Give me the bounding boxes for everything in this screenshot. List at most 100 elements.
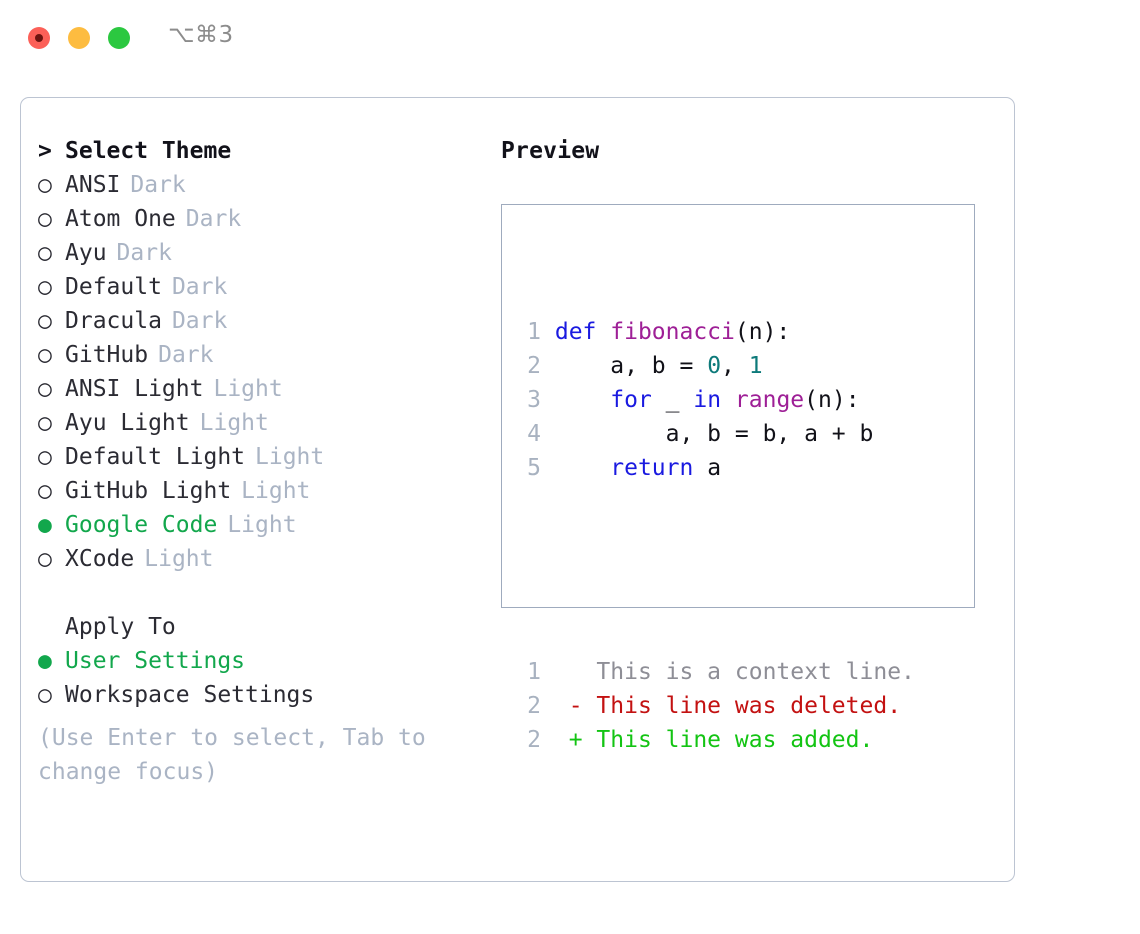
- theme-option-google-code[interactable]: ● Google Code Light: [38, 512, 478, 546]
- diff-line: 2 + This line was added.: [515, 723, 915, 757]
- theme-option-label: ANSI Light: [65, 376, 204, 402]
- code-token: a: [693, 455, 722, 481]
- apply-to-option-user-settings[interactable]: ● User Settings: [38, 648, 478, 682]
- radio-unselected-icon[interactable]: ○: [38, 444, 52, 470]
- theme-option-label: Default Light: [65, 444, 246, 470]
- theme-option-label: Atom One: [65, 206, 176, 232]
- theme-category-label: Dark: [171, 274, 228, 300]
- theme-option-github[interactable]: ○ GitHub Dark: [38, 342, 478, 376]
- radio-unselected-icon[interactable]: ○: [38, 172, 52, 198]
- theme-category-label: Light: [213, 376, 283, 402]
- theme-option-label: Default: [65, 274, 162, 300]
- theme-category-label: Dark: [158, 342, 214, 368]
- radio-unselected-icon[interactable]: ○: [38, 410, 52, 436]
- diff-line-number: 2: [527, 727, 541, 753]
- code-line-number: 5: [527, 455, 541, 481]
- titlebar: ⌥⌘3: [0, 0, 1140, 76]
- radio-unselected-icon[interactable]: ○: [38, 342, 52, 368]
- minimize-button[interactable]: [68, 27, 90, 49]
- maximize-button[interactable]: [108, 27, 130, 49]
- code-token: [555, 455, 610, 481]
- diff-sample: 1 This is a context line.2 - This line w…: [515, 655, 915, 757]
- theme-option-label: Ayu Light: [65, 410, 190, 436]
- code-diff-spacer: [515, 553, 915, 587]
- close-button[interactable]: [28, 27, 50, 49]
- radio-unselected-icon[interactable]: ○: [38, 206, 52, 232]
- code-token: (n):: [734, 319, 791, 345]
- diff-line-number: 1: [527, 659, 541, 685]
- theme-option-label: ANSI: [65, 172, 121, 198]
- select-theme-header-label: Select Theme: [65, 138, 232, 164]
- diff-line-text: - This line was deleted.: [554, 693, 902, 719]
- code-token: [721, 387, 735, 413]
- apply-to-option-list: ● User Settings ○ Workspace Settings: [38, 648, 478, 716]
- theme-option-label: Google Code: [65, 512, 218, 538]
- theme-option-default[interactable]: ○ Default Dark: [38, 274, 478, 308]
- theme-category-label: Dark: [185, 206, 242, 232]
- radio-unselected-icon[interactable]: ○: [38, 308, 52, 334]
- code-line: 4 a, b = b, a + b: [515, 417, 915, 451]
- code-token: range: [734, 387, 805, 413]
- theme-option-atom-one[interactable]: ○ Atom One Dark: [38, 206, 478, 240]
- apply-to-option-workspace-settings[interactable]: ○ Workspace Settings: [38, 682, 478, 716]
- code-line-number: 1: [527, 319, 541, 345]
- keyboard-shortcut-label: ⌥⌘3: [168, 22, 234, 48]
- radio-unselected-icon[interactable]: ○: [38, 376, 52, 402]
- theme-category-label: Light: [227, 512, 297, 538]
- code-token: (n):: [804, 387, 860, 413]
- theme-category-label: Dark: [130, 172, 186, 198]
- theme-option-default-light[interactable]: ○ Default Light Light: [38, 444, 478, 478]
- preview-title: Preview: [501, 138, 600, 164]
- preview-column: Preview 1 def fibonacci(n):2 a, b = 0, 1…: [501, 138, 991, 753]
- diff-line-text: This is a context line.: [554, 659, 915, 685]
- theme-category-label: Dark: [116, 240, 172, 266]
- theme-option-ansi-light[interactable]: ○ ANSI Light Light: [38, 376, 478, 410]
- radio-unselected-icon[interactable]: ○: [38, 274, 52, 300]
- radio-unselected-icon[interactable]: ○: [38, 478, 52, 504]
- code-line-number: 4: [527, 421, 541, 447]
- radio-unselected-icon[interactable]: ○: [38, 546, 52, 572]
- apply-to-option-label: User Settings: [65, 648, 246, 674]
- apply-to-header-label: Apply To: [65, 614, 176, 640]
- theme-option-ansi[interactable]: ○ ANSI Dark: [38, 172, 478, 206]
- diff-line: 2 - This line was deleted.: [515, 689, 915, 723]
- diff-line: 1 This is a context line.: [515, 655, 915, 689]
- theme-category-label: Dark: [171, 308, 228, 334]
- theme-option-ayu[interactable]: ○ Ayu Dark: [38, 240, 478, 274]
- radio-selected-icon[interactable]: ●: [38, 648, 52, 674]
- theme-option-label: Ayu: [65, 240, 107, 266]
- code-token: ,: [721, 353, 749, 379]
- theme-option-dracula[interactable]: ○ Dracula Dark: [38, 308, 478, 342]
- code-token: a, b = b, a + b: [554, 421, 874, 447]
- code-line: 5 return a: [515, 451, 915, 485]
- apply-to-option-label: Workspace Settings: [65, 682, 315, 708]
- code-token: for: [610, 387, 652, 413]
- diff-line-number: 2: [527, 693, 541, 719]
- theme-option-label: GitHub: [65, 342, 149, 368]
- code-line: 1 def fibonacci(n):: [515, 315, 915, 349]
- theme-option-label: GitHub Light: [65, 478, 232, 504]
- theme-option-label: Dracula: [65, 308, 162, 334]
- keyboard-hint-text: (Use Enter to select, Tab to change focu…: [38, 725, 426, 785]
- code-line-number: 2: [527, 353, 541, 379]
- code-token: a, b =: [554, 353, 708, 379]
- code-line: 2 a, b = 0, 1: [515, 349, 915, 383]
- prompt-caret-icon: >: [38, 138, 52, 164]
- theme-option-label: XCode: [65, 546, 135, 572]
- theme-category-label: Light: [255, 444, 325, 470]
- code-token: return: [610, 455, 694, 481]
- radio-unselected-icon[interactable]: ○: [38, 682, 52, 708]
- section-spacer: [38, 580, 478, 614]
- radio-unselected-icon[interactable]: ○: [38, 240, 52, 266]
- radio-selected-icon[interactable]: ●: [38, 512, 52, 538]
